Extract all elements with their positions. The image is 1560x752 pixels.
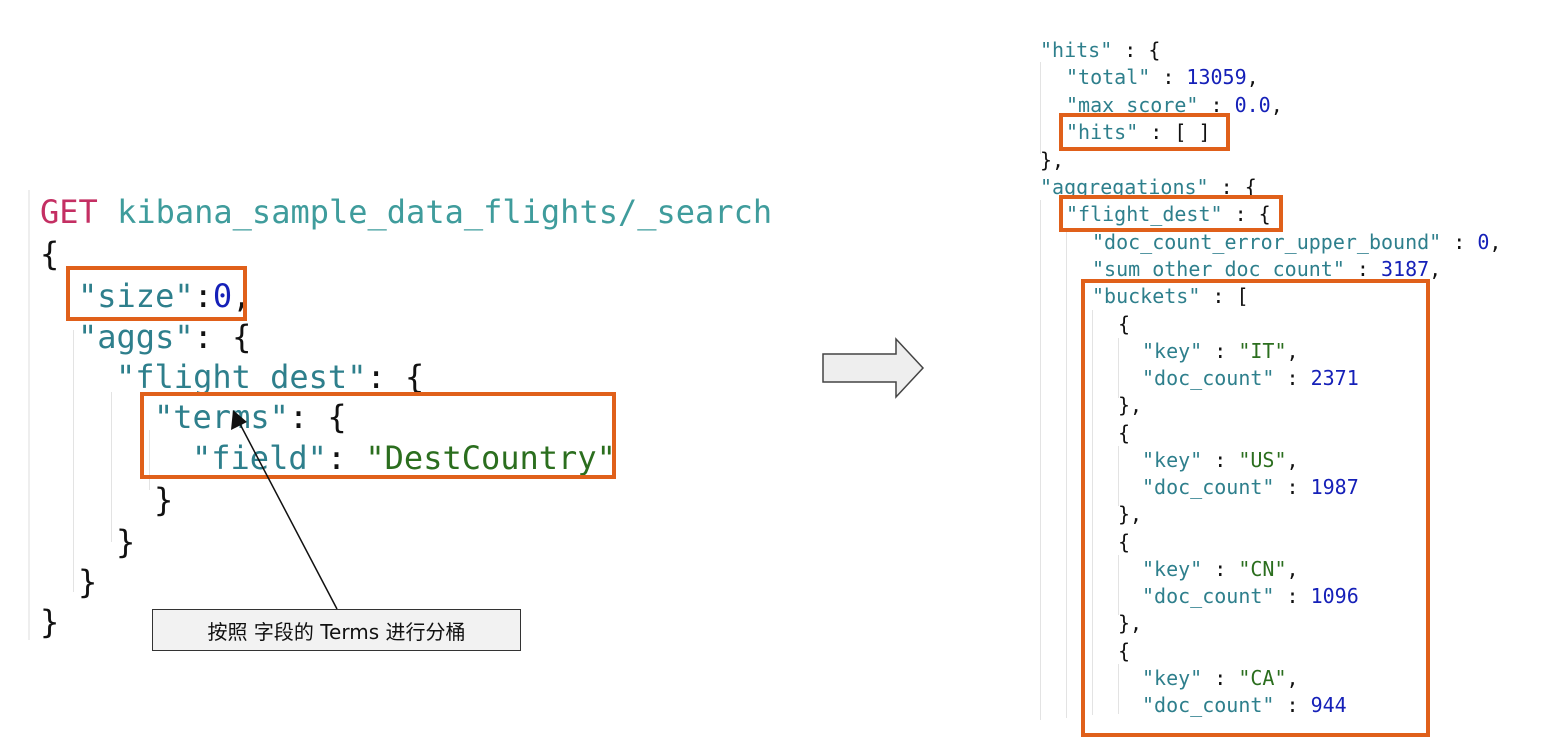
terms-key: "terms" <box>154 398 289 436</box>
bucket-close-brace: }, <box>1118 393 1143 417</box>
bucket-key-value: "CN" <box>1238 557 1287 581</box>
error-bound-key: "doc_count_error_upper_bound" <box>1092 230 1442 254</box>
pointer-arrowhead <box>231 410 247 430</box>
bucket-key-line: "key" : "IT", <box>1142 339 1299 363</box>
annotation-text: 按照 字段的 Terms 进行分桶 <box>207 619 466 644</box>
bucket-doc-count-line: "doc_count" : 1096 <box>1142 584 1359 608</box>
close-brace: } <box>78 563 98 601</box>
bucket-key-label: "key" <box>1142 448 1203 472</box>
agg-name-line: "flight_dest": { <box>116 358 425 396</box>
indent-guide <box>73 330 74 592</box>
indent-guide <box>149 430 150 490</box>
size-line: "size":0, <box>78 277 252 315</box>
right-arrow-icon <box>822 337 925 399</box>
total-key: "total" <box>1066 65 1151 89</box>
total-value: 13059 <box>1186 65 1247 89</box>
buckets-key: "buckets" <box>1092 284 1201 308</box>
indent-guide <box>1066 228 1067 718</box>
bucket-doc-count-label: "doc_count" <box>1142 366 1275 390</box>
sum-other-line: "sum_other_doc_count" : 3187, <box>1092 257 1442 281</box>
bucket-key-label: "key" <box>1142 339 1203 363</box>
bucket-key-line: "key" : "US", <box>1142 448 1299 472</box>
sum-other-key: "sum_other_doc_count" <box>1092 257 1345 281</box>
indent-guide <box>1118 338 1119 398</box>
bucket-close-brace: }, <box>1118 502 1143 526</box>
buckets-line: "buckets" : [ <box>1092 284 1249 308</box>
max-score-value: 0.0 <box>1234 93 1271 117</box>
request-endpoint: kibana_sample_data_flights/_search <box>117 193 773 231</box>
bucket-doc-count-line: "doc_count" : 944 <box>1142 693 1347 717</box>
close-brace: } <box>154 481 174 519</box>
bucket-key-line: "key" : "CN", <box>1142 557 1299 581</box>
indent-guide <box>1118 555 1119 615</box>
bucket-key-value: "IT" <box>1238 339 1287 363</box>
close-brace: } <box>116 523 136 561</box>
http-method: GET <box>40 193 98 231</box>
open-brace: { <box>40 235 60 273</box>
bucket-doc-count-label: "doc_count" <box>1142 584 1275 608</box>
max-score-line: "max_score" : 0.0, <box>1066 93 1283 117</box>
bucket-open-brace: { <box>1118 530 1131 554</box>
indent-guide <box>1040 62 1041 154</box>
field-key: "field" <box>192 439 327 477</box>
request-line: GET kibana_sample_data_flights/_search <box>40 196 772 228</box>
buckets-highlight-box <box>1081 279 1430 737</box>
bucket-doc-count-label: "doc_count" <box>1142 693 1275 717</box>
hits-highlight-box <box>1059 113 1230 151</box>
aggs-key: "aggs" <box>78 318 194 356</box>
bucket-key-label: "key" <box>1142 666 1203 690</box>
close-brace: } <box>40 603 60 641</box>
bucket-doc-count-value: 2371 <box>1310 366 1359 390</box>
hits-key: "hits" <box>1040 38 1113 62</box>
indent-guide <box>111 392 112 542</box>
bucket-doc-count-value: 1096 <box>1310 584 1359 608</box>
size-highlight-box <box>66 266 247 321</box>
inner-hits-key: "hits" <box>1066 120 1139 144</box>
pointer-line <box>239 423 338 610</box>
bucket-open-brace: { <box>1118 421 1131 445</box>
terms-line: "terms": { <box>154 398 347 436</box>
agg-name-key: "flight_dest" <box>116 358 367 396</box>
bucket-doc-count-label: "doc_count" <box>1142 475 1275 499</box>
inner-hits-value: [ ] <box>1174 120 1211 144</box>
bucket-open-brace: { <box>1118 312 1131 336</box>
agg-name-line: "flight_dest" : { <box>1066 202 1271 226</box>
close-brace: }, <box>1040 148 1065 172</box>
bucket-key-label: "key" <box>1142 557 1203 581</box>
sum-other-value: 3187 <box>1381 257 1430 281</box>
total-line: "total" : 13059, <box>1066 65 1259 89</box>
indent-guide <box>1118 664 1119 714</box>
bucket-doc-count-value: 944 <box>1310 693 1347 717</box>
bucket-key-value: "CA" <box>1238 666 1287 690</box>
response-agg-name-key: "flight_dest" <box>1066 202 1223 226</box>
inner-hits-line: "hits" : [ ] <box>1066 120 1211 144</box>
bucket-close-brace: }, <box>1118 611 1143 635</box>
indent-guide <box>1040 200 1041 720</box>
flight-dest-highlight-box <box>1059 195 1283 232</box>
bucket-key-value: "US" <box>1238 448 1287 472</box>
terms-highlight-box <box>140 392 616 479</box>
aggs-line: "aggs": { <box>78 318 252 356</box>
field-line: "field": "DestCountry" <box>192 439 616 477</box>
bucket-doc-count-line: "doc_count" : 1987 <box>1142 475 1359 499</box>
hits-line: "hits" : { <box>1040 38 1161 62</box>
max-score-key: "max_score" <box>1066 93 1199 117</box>
annotation-callout: 按照 字段的 Terms 进行分桶 <box>152 609 521 651</box>
size-key: "size" <box>78 277 194 315</box>
indent-guide <box>1118 446 1119 506</box>
bucket-doc-count-value: 1987 <box>1310 475 1359 499</box>
error-bound-line: "doc_count_error_upper_bound" : 0, <box>1092 230 1502 254</box>
indent-guide <box>1092 310 1093 715</box>
field-value: "DestCountry" <box>365 439 616 477</box>
size-value: 0 <box>212 277 233 315</box>
error-bound-value: 0 <box>1477 230 1490 254</box>
bucket-open-brace: { <box>1118 639 1131 663</box>
bucket-key-line: "key" : "CA", <box>1142 666 1299 690</box>
editor-gutter-line <box>28 190 30 640</box>
aggregations-key: "aggregations" <box>1040 175 1209 199</box>
bucket-doc-count-line: "doc_count" : 2371 <box>1142 366 1359 390</box>
aggregations-line: "aggregations" : { <box>1040 175 1257 199</box>
